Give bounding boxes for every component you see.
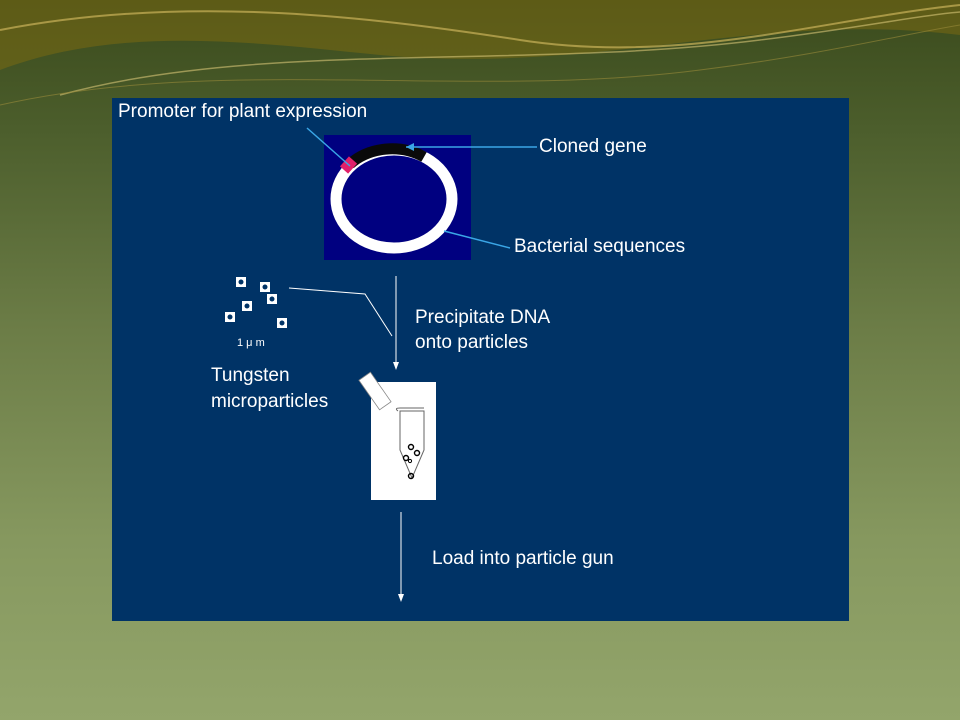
promoter-pointer	[306, 127, 351, 167]
bacterial-pointer	[443, 230, 511, 249]
scale-label: 1 μ m	[237, 337, 265, 349]
tungsten-label-line2: microparticles	[211, 391, 329, 412]
diagram-panel: Promoter for plant expression Cloned gen…	[112, 98, 849, 621]
tungsten-particles	[225, 277, 287, 328]
promoter-label: Promoter for plant expression	[118, 101, 368, 122]
bacterial-sequences-label: Bacterial sequences	[514, 236, 686, 257]
decorative-swoosh	[0, 0, 960, 106]
tungsten-label-line1: Tungsten	[211, 365, 290, 386]
microtube-icon	[358, 371, 436, 500]
precipitate-label-line1: Precipitate DNA	[415, 307, 551, 328]
particle-connector	[288, 287, 393, 337]
precipitate-label-line2: onto particles	[415, 332, 529, 353]
diagram-graphics	[225, 127, 537, 602]
load-label: Load into particle gun	[432, 548, 614, 569]
cloned-gene-label: Cloned gene	[539, 136, 647, 157]
